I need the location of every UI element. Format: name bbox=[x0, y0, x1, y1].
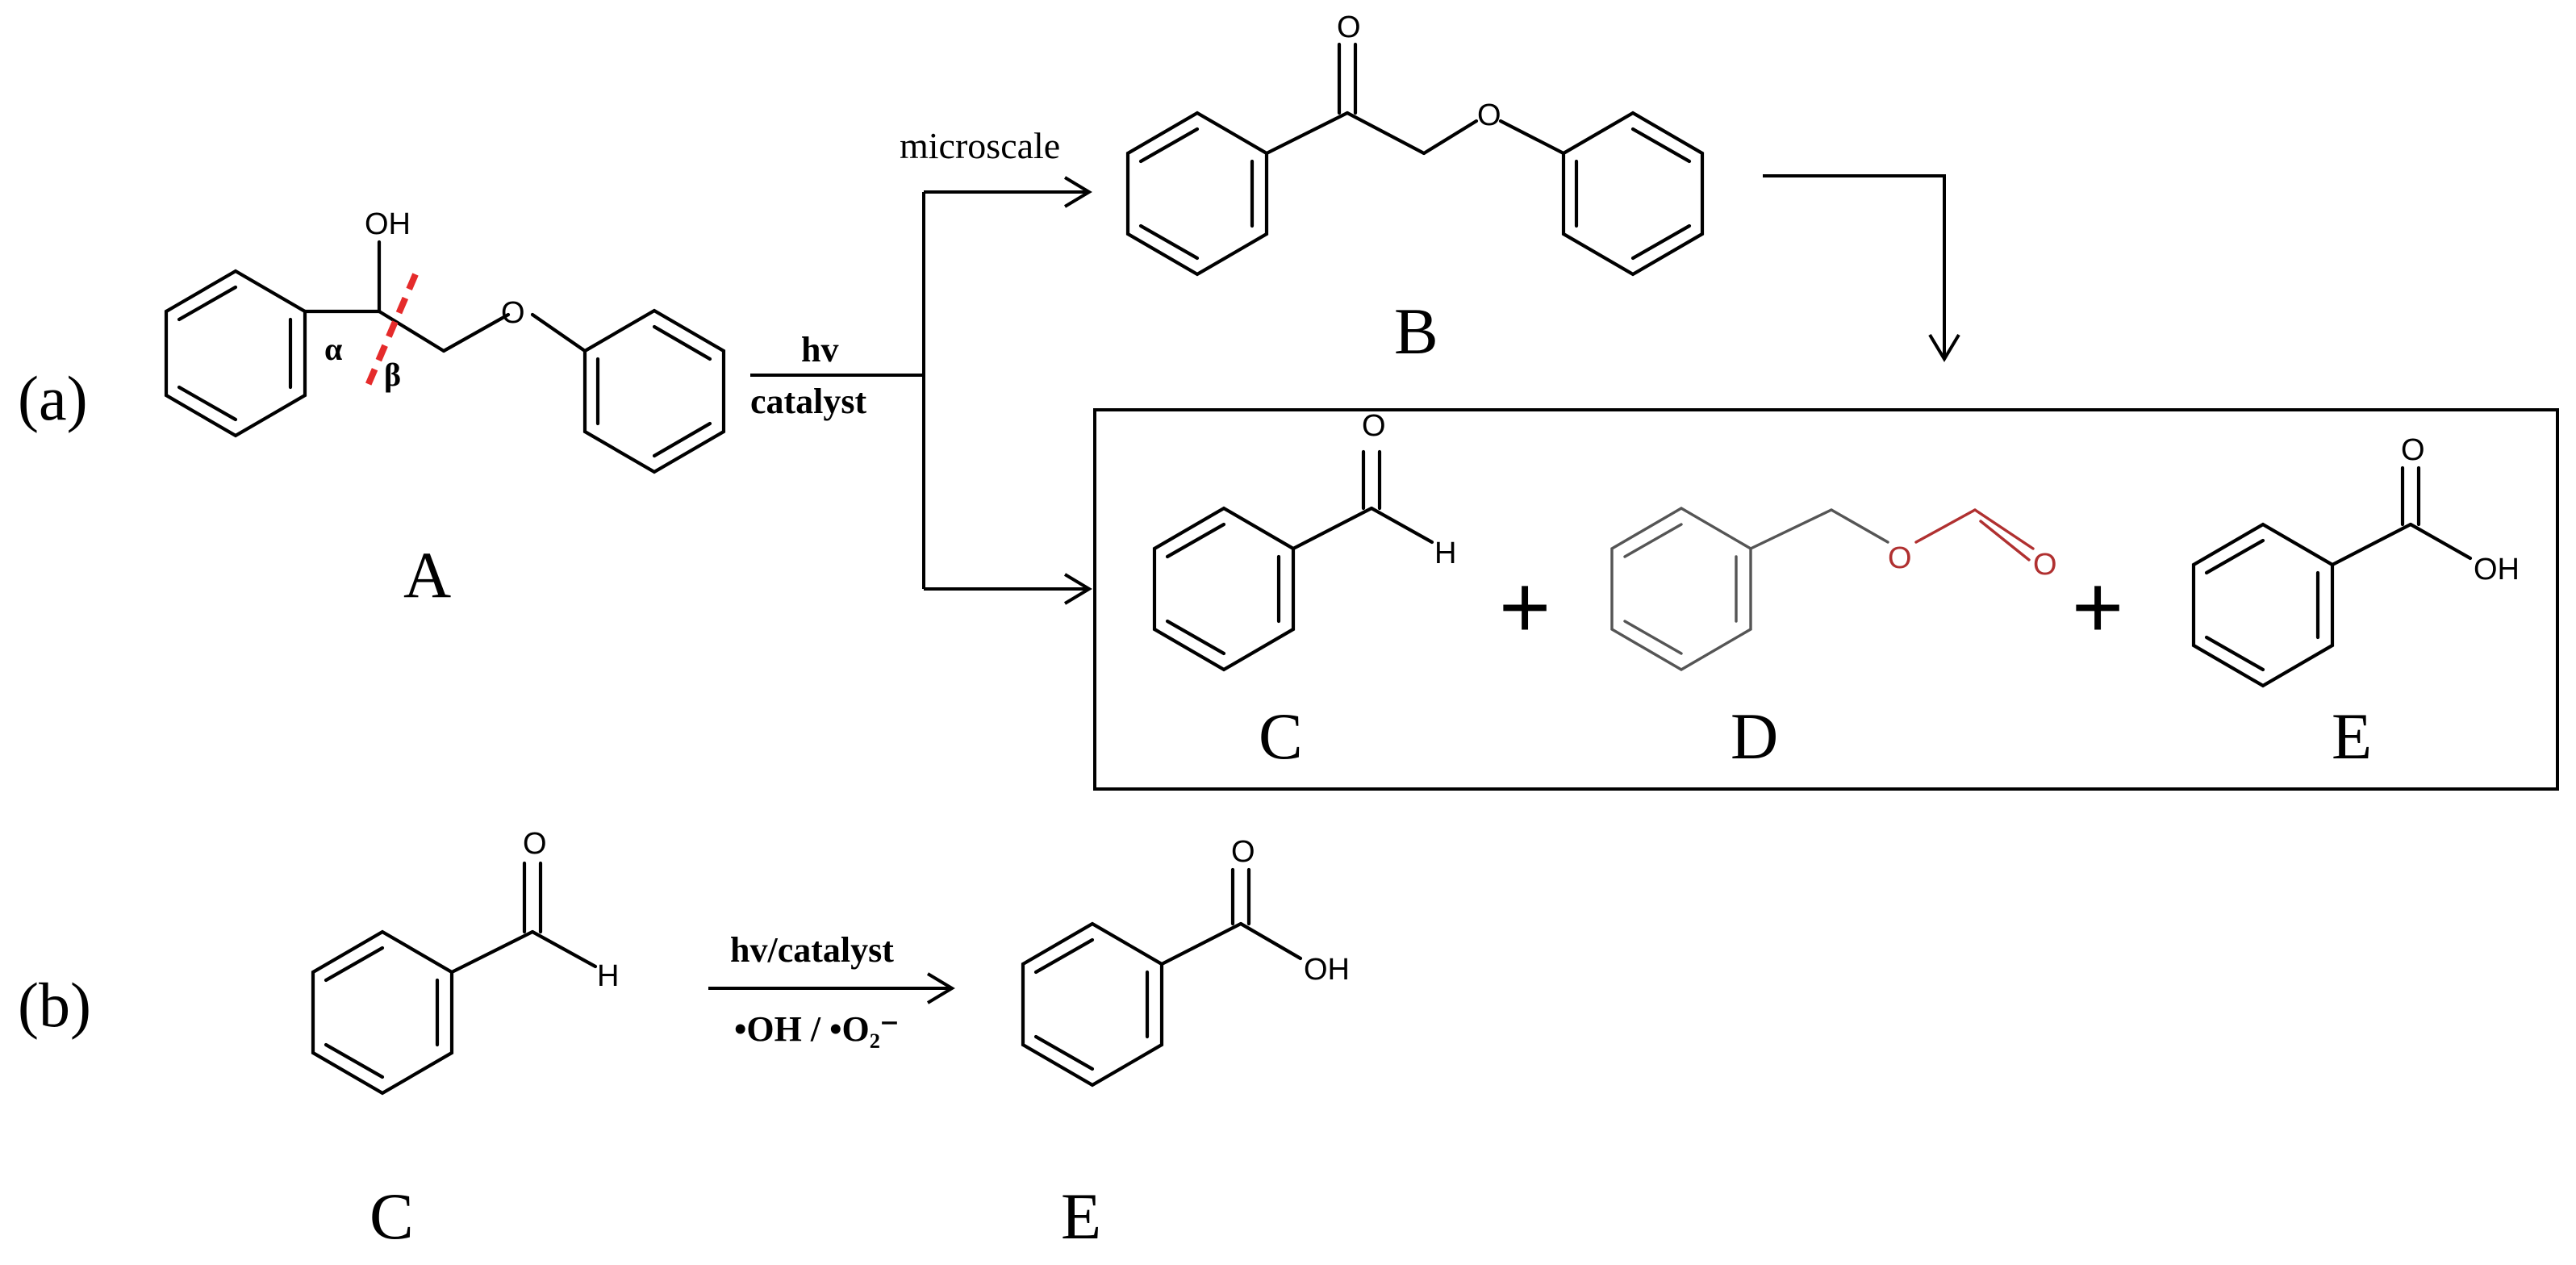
panel-label-a: (a) bbox=[18, 363, 88, 433]
a-oh-label: OH bbox=[365, 207, 411, 241]
compound-e-structure-a bbox=[2191, 466, 2473, 688]
b-ether-o-label: O bbox=[1477, 98, 1501, 132]
compound-e-label-b: E bbox=[1061, 1179, 1101, 1253]
plus-sign-2: + bbox=[2072, 557, 2123, 657]
d-ester-o-label: O bbox=[1888, 541, 1912, 575]
compound-e-label-a: E bbox=[2332, 699, 2372, 773]
c-b-aldehyde-h-label: H bbox=[597, 959, 619, 993]
products-box bbox=[1093, 408, 2559, 791]
cleavage-dashed-line bbox=[364, 273, 419, 389]
d-carbonyl-o-label: O bbox=[2033, 548, 2057, 582]
condition-hv: hv bbox=[801, 330, 838, 369]
arrow-b-to-products bbox=[1763, 174, 1946, 359]
e-b-carbonyl-o-label: O bbox=[1231, 835, 1255, 869]
beta-label: β bbox=[384, 357, 401, 393]
compound-c-label-a: C bbox=[1259, 699, 1303, 773]
compound-c-structure-b bbox=[311, 861, 598, 1096]
condition-catalyst: catalyst bbox=[750, 382, 867, 421]
c-aldehyde-h-label: H bbox=[1434, 536, 1456, 570]
condition-microscale: microscale bbox=[900, 125, 1060, 166]
compound-d-label: D bbox=[1731, 699, 1778, 773]
alpha-label: α bbox=[324, 331, 342, 367]
compound-d-structure bbox=[1610, 507, 2035, 671]
panel-label-b: (b) bbox=[18, 970, 91, 1040]
c-aldehyde-o-label: O bbox=[1362, 409, 1386, 443]
condition-hv-catalyst: hv/catalyst bbox=[730, 930, 894, 970]
condition-radicals: •OH / •O₂⁻ bbox=[734, 1009, 899, 1049]
e-oh-label: OH bbox=[2474, 553, 2520, 587]
e-carbonyl-o-label: O bbox=[2401, 433, 2425, 467]
plus-sign-1: + bbox=[1499, 557, 1551, 657]
compound-b-label: B bbox=[1394, 294, 1438, 368]
compound-b-structure bbox=[1125, 42, 1705, 277]
b-ketone-o-label: O bbox=[1337, 10, 1361, 44]
compound-e-structure-b bbox=[1021, 867, 1303, 1088]
compound-c-label-b: C bbox=[369, 1179, 414, 1253]
e-b-oh-label: OH bbox=[1304, 953, 1350, 987]
c-b-aldehyde-o-label: O bbox=[523, 827, 547, 861]
compound-c-structure-a bbox=[1152, 449, 1434, 672]
a-ether-o-label: O bbox=[501, 296, 525, 330]
compound-a-structure bbox=[164, 240, 726, 474]
compound-a-label: A bbox=[403, 538, 451, 612]
